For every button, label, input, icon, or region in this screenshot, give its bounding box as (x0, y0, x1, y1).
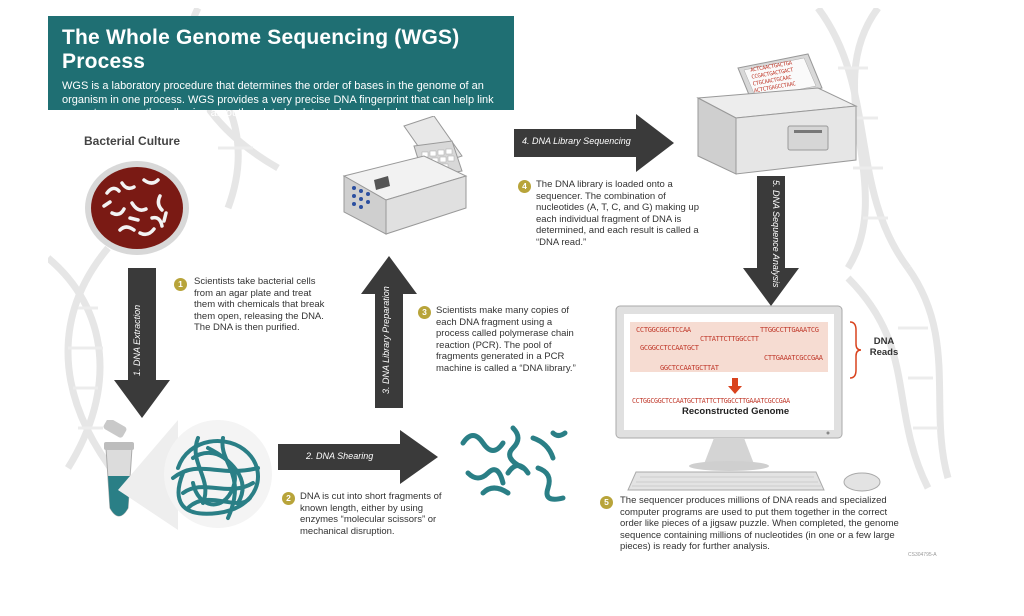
step-4-text: The DNA library is loaded onto a sequenc… (536, 179, 699, 248)
reconstructed-sequence: CCTGGCGGCTCCAATGCTTATTCTTGGCCTTGAAATCGCC… (632, 397, 790, 405)
figure-code: CS304795-A (908, 552, 937, 558)
tangled-dna-icon (164, 420, 272, 528)
dna-read: GGCTCCAATGCTTAT (660, 364, 719, 372)
page-title: The Whole Genome Sequencing (WGS) Proces… (62, 26, 460, 73)
step-2-badge: 2 (282, 492, 295, 505)
step-1-text: Scientists take bacterial cells from an … (194, 276, 325, 333)
dna-reads-label: DNA Reads (869, 336, 899, 358)
header-banner: The Whole Genome Sequencing (WGS) Proces… (48, 16, 514, 119)
dna-fragments-icon (460, 425, 568, 502)
arrow-label-shearing: 2. DNA Shearing (306, 451, 374, 461)
arrow-label-library-prep: 3. DNA Library Preparation (381, 286, 391, 394)
down-arrow-icon (728, 378, 742, 394)
arrow-dna-sequence-analysis (743, 176, 799, 306)
arrow-dna-shearing (278, 430, 438, 484)
pcr-machine-icon (342, 116, 468, 235)
bacterial-culture-label: Bacterial Culture (84, 134, 181, 148)
test-tube-icon (103, 420, 134, 517)
step-3-badge: 3 (418, 306, 431, 319)
step-5-badge: 5 (600, 496, 613, 509)
step-2-text: DNA is cut into short fragments of known… (300, 491, 442, 537)
keyboard-mouse-icon (627, 471, 881, 492)
arrow-dna-extraction (114, 268, 170, 418)
petri-dish-icon (85, 161, 189, 255)
sequencer-icon (696, 53, 858, 175)
magnify-cone (118, 420, 178, 530)
computer-monitor-icon (615, 305, 843, 471)
arrow-dna-library-preparation (361, 256, 417, 408)
dna-read: TTGGCCTTGAAATCG (760, 326, 819, 334)
dna-read: CCTGGCGGCTCCAA (636, 326, 691, 334)
step-4-badge: 4 (518, 180, 531, 193)
step-3-text: Scientists make many copies of each DNA … (436, 305, 576, 374)
header-description: WGS is a laboratory procedure that deter… (62, 80, 494, 119)
arrow-label-extraction: 1. DNA Extraction (132, 304, 142, 376)
dna-read: CTTGAAATCGCCGAA (764, 354, 823, 362)
step-1-badge: 1 (174, 278, 187, 291)
dna-read: GCGGCCTCCAATGCT (640, 344, 699, 352)
dna-read: CTTATTCTTGGCCTT (700, 335, 759, 343)
arrow-label-sequence-analysis: 5. DNA Sequence Analysis (771, 180, 781, 288)
arrow-dna-library-sequencing (514, 114, 674, 172)
wgs-infographic: The Whole Genome Sequencing (WGS) Proces… (48, 8, 958, 568)
step-5-text: The sequencer produces millions of DNA r… (620, 495, 899, 552)
reconstructed-genome-label: Reconstructed Genome (682, 406, 790, 417)
arrow-label-library-seq: 4. DNA Library Sequencing (522, 136, 631, 146)
bracket-icon (849, 321, 862, 379)
